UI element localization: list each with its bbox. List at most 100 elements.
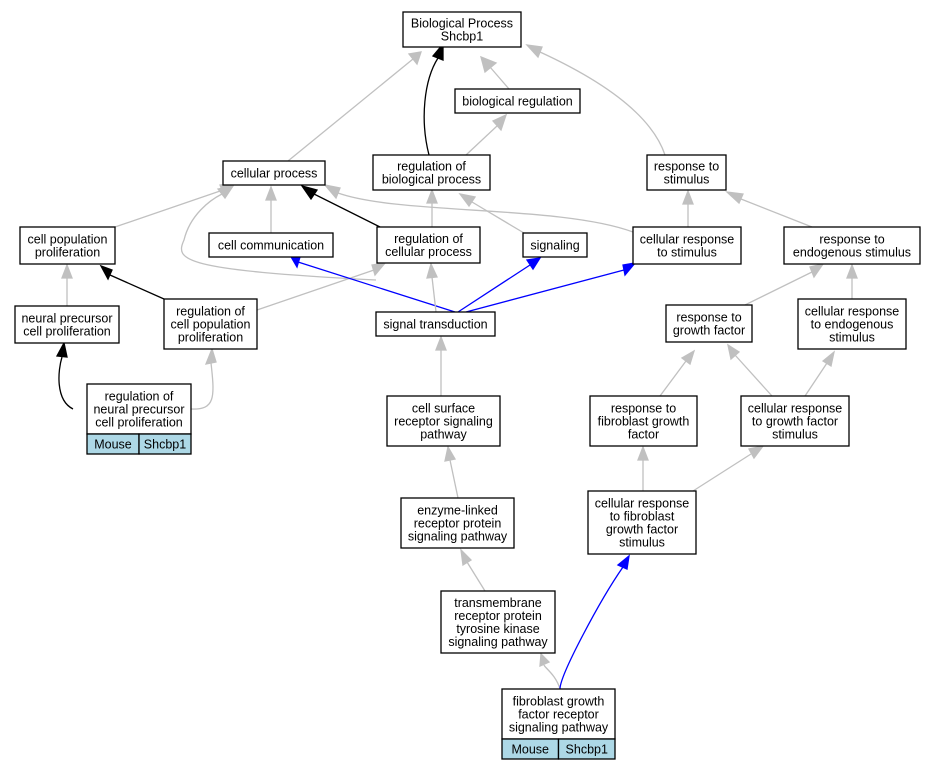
node-label-line: stimulus <box>829 331 875 345</box>
edge-line <box>114 189 224 228</box>
arrowhead <box>622 262 637 277</box>
arrowhead <box>821 350 836 368</box>
edge-line <box>692 453 752 492</box>
arrowhead <box>458 193 477 208</box>
arrowhead <box>371 262 387 277</box>
node-box <box>208 232 334 258</box>
node-box <box>400 497 515 549</box>
edge-line <box>489 66 510 90</box>
arrowhead <box>491 113 508 132</box>
arrowhead <box>525 257 542 271</box>
arrowhead <box>809 262 825 279</box>
node-label-line: cellular response <box>805 305 900 319</box>
arrowhead <box>539 652 551 668</box>
node-cellular-process[interactable]: cellular process <box>222 160 326 186</box>
node-label-line: factor <box>628 428 659 442</box>
arrowhead <box>846 263 858 279</box>
node-biological-regulation[interactable]: biological regulation <box>454 88 581 114</box>
annotation-tag-label: Shcbp1 <box>144 438 186 452</box>
arrowhead <box>682 189 694 205</box>
arrowhead <box>426 188 438 204</box>
edge-line <box>740 198 813 228</box>
edge-response-to-endogenous-stimulus-to-response-to-stimulus <box>725 191 813 228</box>
node-label-line: stimulus <box>664 173 710 187</box>
edge-fibroblast-growth-factor-receptor-signaling-pathway-to-transmembrane-receptor-protein-tyrosine-kinase-signaling-pathway <box>539 652 561 690</box>
edge-cellular-response-to-fibroblast-growth-factor-stimulus-to-response-to-fibroblast-growth-factor <box>637 445 649 491</box>
edge-response-to-stimulus-to-bp <box>525 44 666 156</box>
annotation-tag-cell <box>557 738 616 760</box>
node-box <box>163 298 258 350</box>
arrowhead <box>55 341 68 358</box>
node-signal-transduction[interactable]: signal transduction <box>375 311 496 337</box>
edge-signaling-to-regulation-of-biological-process <box>458 193 525 234</box>
edge-biological-regulation-to-bp <box>480 55 510 90</box>
node-label-line: signaling pathway <box>408 530 508 544</box>
node-box <box>376 226 481 264</box>
arrowhead <box>61 263 73 279</box>
node-box <box>375 311 496 337</box>
edge-regulation-of-neural-precursor-cell-proliferation-to-neural-precursor-cell-proliferation <box>55 341 74 410</box>
node-label-line: neural precursor <box>21 312 112 326</box>
edge-line <box>744 271 813 306</box>
node-cell-communication[interactable]: cell communication <box>208 232 334 258</box>
node-label-line: endogenous stimulus <box>793 246 911 260</box>
edge-cellular-response-to-endogenous-stimulus-to-response-to-endogenous-stimulus <box>846 263 858 299</box>
node-signaling[interactable]: signaling <box>522 232 588 258</box>
node-label-line: proliferation <box>178 331 243 345</box>
node-box <box>522 232 588 258</box>
edge-signal-transduction-to-cellular-response-to-stimulus <box>465 262 637 313</box>
arrowhead <box>460 548 473 567</box>
edge-line <box>423 57 439 156</box>
edge-line <box>734 354 773 397</box>
edge-line <box>313 193 381 228</box>
edge-regulation-of-biological-process-to-biological-regulation <box>465 113 508 156</box>
node-label-line: Biological Process <box>411 17 513 31</box>
edge-line <box>449 459 459 499</box>
edge-cellular-process-to-bp <box>287 51 422 162</box>
arrowhead <box>407 51 422 66</box>
arrowhead <box>99 264 113 281</box>
edge-line <box>431 276 437 313</box>
edge-line <box>190 362 214 410</box>
arrowhead <box>727 343 741 361</box>
node-label-line: regulation of <box>394 232 463 246</box>
node-box <box>386 395 501 447</box>
node-label-line: fibroblast growth <box>598 415 690 429</box>
edge-cell-communication-to-cellular-process <box>265 185 277 233</box>
node-label-line: factor receptor <box>518 708 599 722</box>
edge-neural-precursor-cell-proliferation-to-cell-population-proliferation <box>61 263 73 306</box>
arrowhead <box>480 55 498 74</box>
edge-signal-transduction-to-cellular-process <box>180 185 377 281</box>
edge-line <box>337 192 634 233</box>
node-label-line: to endogenous <box>811 318 894 332</box>
edge-cellular-response-to-growth-factor-stimulus-to-cellular-response-to-endogenous-stimulus <box>804 350 836 397</box>
edge-cellular-response-to-stimulus-to-response-to-stimulus <box>682 189 694 227</box>
node-box <box>402 11 522 48</box>
node-label-line: cellular response <box>640 233 735 247</box>
node-label-line: response to <box>819 233 884 247</box>
node-label-line: cell proliferation <box>95 416 183 430</box>
node-label-line: receptor protein <box>414 517 502 531</box>
edge-transmembrane-receptor-protein-tyrosine-kinase-signaling-pathway-to-enzyme-linked-receptor-protein-signaling-pathway <box>460 548 486 592</box>
node-label-line: signal transduction <box>383 318 487 332</box>
